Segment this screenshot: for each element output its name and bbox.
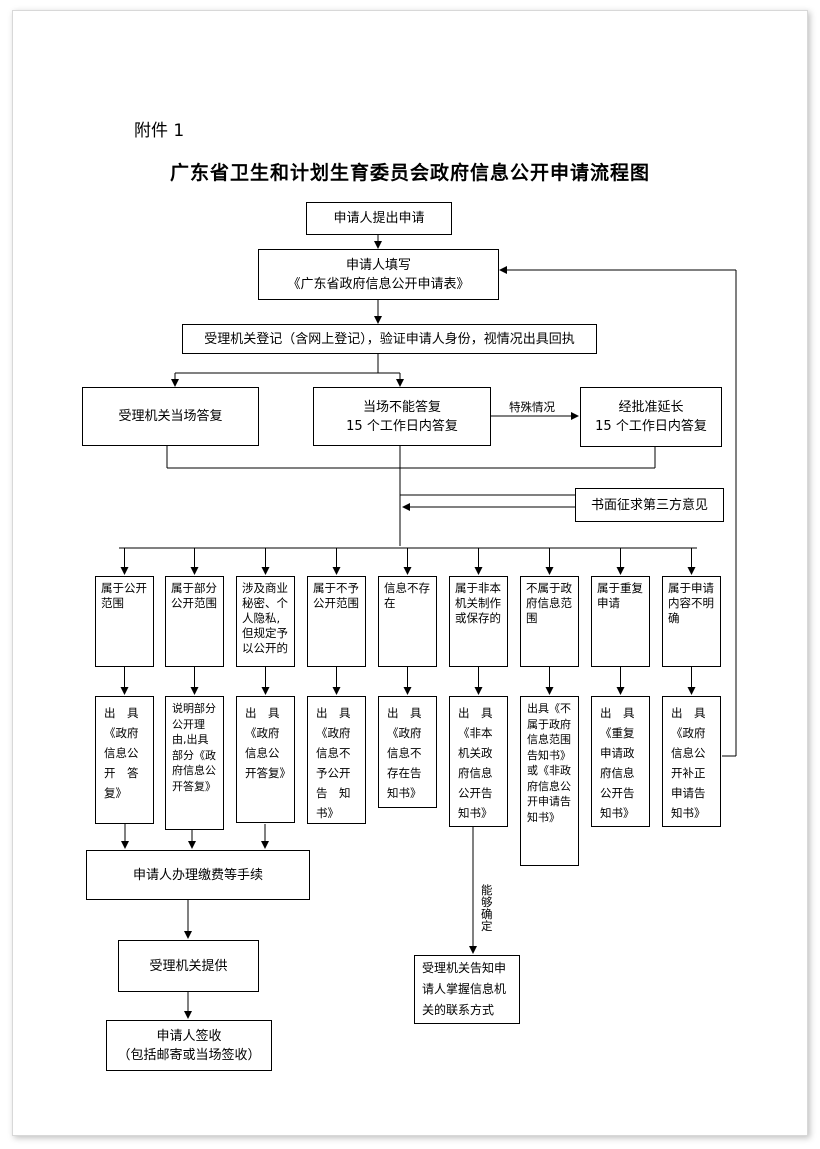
result-box: 出 具 《政府信息不予公开告 知书》 [307,696,366,824]
result-box: 出 具 《政府信息公开答复》 [236,696,295,823]
provide-node: 受理机关提供 [118,940,259,992]
result-box: 出 具 《政府信息公 开 答复》 [95,696,154,824]
fill-form-node: 申请人填写 《广东省政府信息公开申请表》 [258,249,499,300]
category-box: 不属于政府信息范围 [520,576,579,667]
reply-on-site-node: 受理机关当场答复 [82,387,259,446]
category-box: 属于部分公开范围 [165,576,224,667]
category-box: 属于不予公开范围 [307,576,366,667]
can-determine-label: 能够确定 [481,883,493,933]
category-box: 属于申请内容不明确 [662,576,721,667]
inform-contact-node: 受理机关告知申请人掌握信息机关的联系方式 [414,955,520,1024]
category-box: 属于重复申请 [591,576,650,667]
extend-node: 经批准延长 15 个工作日内答复 [580,387,722,447]
sign-node: 申请人签收 （包括邮寄或当场签收） [106,1020,272,1071]
special-case-label: 特殊情况 [509,400,555,414]
reply-15-days-node: 当场不能答复 15 个工作日内答复 [313,387,491,446]
category-box: 涉及商业秘密、个人隐私,但规定予以公开的 [236,576,295,667]
attachment-label: 附件 1 [134,121,185,141]
result-box: 出 具 《重复申请政府信息公开告知书》 [591,696,650,827]
result-box: 出 具 《政府信息不存在告知书》 [378,696,437,808]
category-box: 属于非本机关制作或保存的 [449,576,508,667]
pay-node: 申请人办理缴费等手续 [86,850,310,900]
category-box: 属于公开范围 [95,576,154,667]
apply-node: 申请人提出申请 [306,202,452,235]
result-box: 出 具 《政府信息公开补正申请告知书》 [662,696,721,827]
result-box: 出具《不属于政府信息范围告知书》或《非政府信息公开申请告知书》 [520,696,579,866]
third-party-node: 书面征求第三方意见 [575,488,724,522]
result-box: 出 具 《非本机关政府信息公开告知书》 [449,696,508,827]
category-box: 信息不存在 [378,576,437,667]
page-title: 广东省卫生和计划生育委员会政府信息公开申请流程图 [169,162,650,184]
result-box: 说明部分公开理由,出具部分《政府信息公开答复》 [165,696,224,830]
register-node: 受理机关登记（含网上登记），验证申请人身份，视情况出具回执 [182,324,597,354]
